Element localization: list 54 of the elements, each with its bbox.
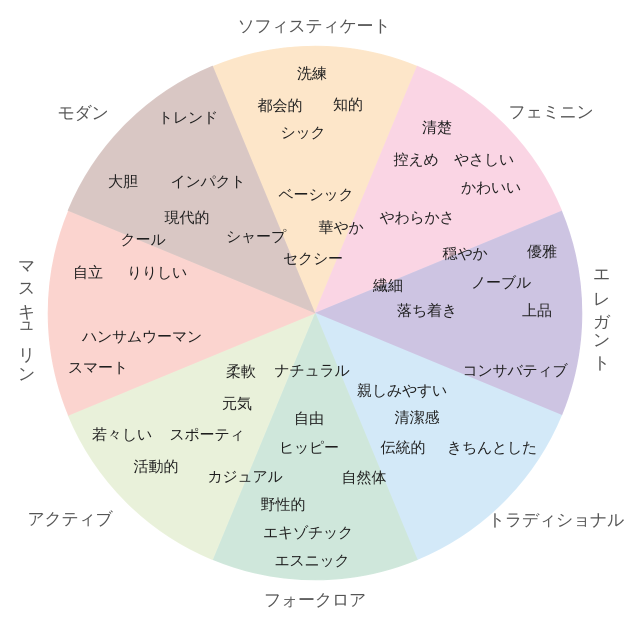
keyword-label: りりしい (127, 266, 187, 280)
keyword-label: コンサバティブ (462, 364, 568, 378)
keyword-label: シャープ (226, 230, 286, 244)
keyword-label: カジュアル (208, 470, 282, 484)
keyword-label: トレンド (158, 110, 218, 126)
keyword-label: 元気 (222, 396, 252, 412)
keyword-label: 若々しい (92, 428, 152, 442)
keyword-label: 洗練 (297, 66, 327, 82)
keyword-label: 柔軟 (226, 364, 256, 380)
keyword-label: スマート (68, 360, 128, 376)
keyword-label: 上品 (522, 304, 552, 318)
category-label: モダン (58, 106, 108, 122)
keyword-label: ノーブル (471, 276, 531, 290)
keyword-label: 野性的 (260, 498, 306, 512)
keyword-label: 控えめ (394, 152, 438, 168)
keyword-label: やわらかさ (380, 210, 454, 226)
category-label: エレガント (592, 260, 610, 364)
keyword-label: 自然体 (342, 470, 386, 486)
keyword-label: 落ち着き (397, 304, 457, 318)
keyword-label: 大胆 (108, 174, 138, 190)
category-label: ソフィスティケート (238, 18, 390, 36)
keyword-label: ハンサムウーマン (82, 330, 202, 344)
keyword-label: 華やか (318, 220, 364, 236)
keyword-label: 親しみやすい (357, 384, 447, 398)
category-label: トラディショナル (488, 512, 624, 530)
keyword-label: 自立 (73, 266, 103, 280)
keyword-label: 活動的 (134, 460, 178, 474)
keyword-label: エスニック (274, 554, 350, 568)
keyword-label: シック (280, 126, 326, 140)
keyword-label: 穏やか (442, 246, 488, 262)
keyword-label: ヒッピー (279, 440, 339, 456)
keyword-label: 自由 (294, 412, 324, 426)
category-label: マスキュリン (18, 250, 34, 378)
keyword-label: 優雅 (527, 244, 557, 260)
category-label: フォークロア (264, 592, 366, 610)
keyword-label: 都会的 (258, 98, 302, 114)
keyword-label: 知的 (333, 98, 363, 112)
keyword-label: インパクト (170, 174, 246, 190)
keyword-label: 現代的 (164, 210, 210, 226)
keyword-label: エキゾチック (263, 526, 353, 540)
keyword-label: クール (120, 232, 166, 248)
keyword-label: ナチュラル (274, 364, 350, 378)
category-label: アクティブ (28, 512, 112, 528)
keyword-label: 清楚 (422, 120, 452, 136)
keyword-label: やさしい (454, 152, 514, 168)
keyword-label: 清潔感 (394, 410, 440, 426)
keyword-label: セクシー (283, 252, 343, 266)
category-label: フェミニン (508, 104, 594, 122)
keyword-label: かわいい (461, 180, 521, 196)
keyword-label: きちんとした (447, 440, 537, 456)
keyword-label: スポーティ (170, 428, 244, 442)
keyword-label: ベーシック (278, 188, 354, 202)
keyword-label: 繊細 (373, 278, 403, 294)
keyword-label: 伝統的 (380, 440, 426, 456)
